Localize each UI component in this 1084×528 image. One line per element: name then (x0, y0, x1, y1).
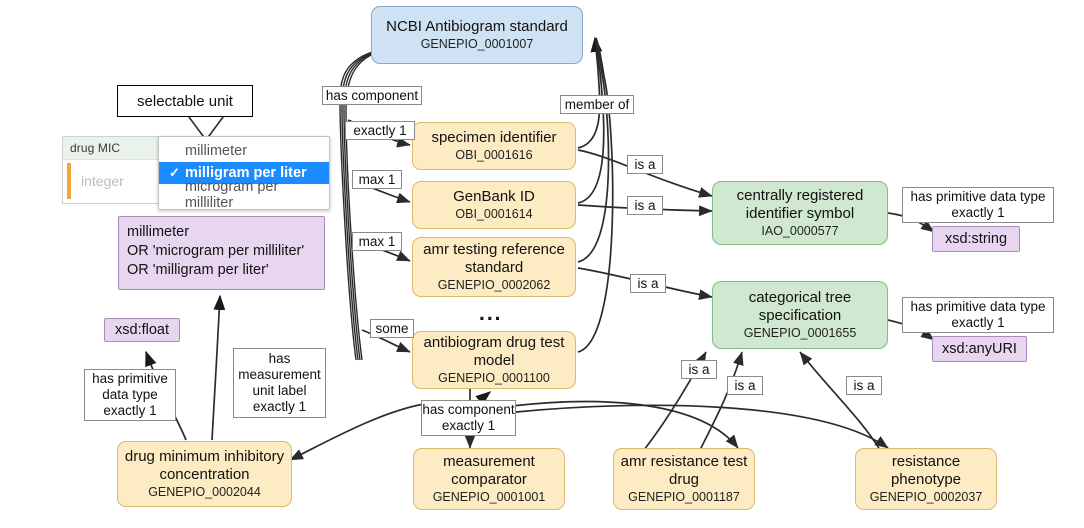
edge-label-has-component: has component (322, 86, 422, 105)
node-label: antibiogram drug test model (423, 333, 565, 369)
edge-label-has-primitive-data-type-float: has primitive data type exactly 1 (84, 369, 176, 421)
node-genbank-id[interactable]: GenBank ID OBI_0001614 (412, 181, 576, 229)
edge-label-is-a-amrref: is a (630, 274, 666, 293)
line-1: has primitive data type (910, 299, 1046, 315)
node-resistance-phenotype[interactable]: resistance phenotype GENEPIO_0002037 (855, 448, 997, 510)
datatype-chip-xsd-string[interactable]: xsd:string (932, 226, 1020, 252)
edge-label-exactly-1-specimen: exactly 1 (345, 121, 415, 140)
node-amr-testing-reference-standard[interactable]: amr testing reference standard GENEPIO_0… (412, 237, 576, 297)
node-id: GENEPIO_0001655 (743, 326, 857, 341)
node-ncbi-antibiogram-standard[interactable]: NCBI Antibiogram standard GENEPIO_000100… (371, 6, 583, 64)
node-id: GENEPIO_0001001 (432, 490, 546, 505)
node-label: amr testing reference standard (423, 240, 565, 276)
node-id: GENEPIO_0002062 (437, 278, 551, 293)
edge-label-some-antibiogram: some (370, 319, 414, 338)
edge-label-has-measurement-unit-label: has measurement unit label exactly 1 (233, 348, 326, 418)
unit-constraint-box: millimeter OR 'microgram per milliliter'… (118, 216, 325, 290)
node-specimen-identifier[interactable]: specimen identifier OBI_0001616 (412, 122, 576, 170)
datatype-chip-xsd-float[interactable]: xsd:float (104, 318, 180, 342)
node-centrally-registered-identifier-symbol[interactable]: centrally registered identifier symbol I… (712, 181, 888, 245)
edge-label-has-primitive-data-type-anyuri: has primitive data type exactly 1 (902, 297, 1054, 333)
unit-constraint-line-3: OR 'milligram per liter' (127, 261, 269, 278)
node-label: categorical tree specification (748, 288, 852, 324)
edge-label-is-a-specimen: is a (627, 155, 663, 174)
edge-label-is-a-genbank: is a (627, 196, 663, 215)
edge-label-has-component-exactly-1: has component exactly 1 (421, 400, 516, 436)
line-1: has (268, 351, 291, 367)
line-2: exactly 1 (441, 418, 496, 433)
edge-label-member-of: member of (560, 95, 634, 114)
option-label: microgram per milliliter (184, 179, 279, 211)
node-id: GENEPIO_0001100 (438, 371, 550, 386)
node-antibiogram-drug-test-model[interactable]: antibiogram drug test model GENEPIO_0001… (412, 331, 576, 389)
option-label: millimeter (185, 143, 248, 159)
option-label: milligram per liter (185, 165, 307, 181)
node-id: GENEPIO_0001187 (628, 490, 740, 505)
line-1: has primitive (92, 371, 168, 387)
edge-label-has-primitive-data-type-string: has primitive data type exactly 1 (902, 187, 1054, 223)
unit-constraint-line-2: OR 'microgram per milliliter' (127, 242, 305, 259)
line-4: exactly 1 (252, 398, 307, 414)
node-label: amr resistance test drug (620, 452, 748, 488)
line-2: exactly 1 (951, 315, 1005, 330)
node-amr-resistance-test-drug[interactable]: amr resistance test drug GENEPIO_0001187 (613, 448, 755, 510)
line-2: measurement (238, 367, 321, 383)
line-1: has primitive data type (910, 189, 1046, 205)
line-3: exactly 1 (103, 402, 157, 418)
ellipsis-indicator: ... (479, 302, 503, 325)
node-label: specimen identifier (431, 128, 557, 146)
node-label: centrally registered identifier symbol (736, 186, 864, 222)
dropdown-option-milligram-per-liter[interactable]: ✓ milligram per liter (159, 162, 329, 184)
node-label: GenBank ID (453, 187, 535, 205)
node-drug-minimum-inhibitory-concentration[interactable]: drug minimum inhibitory concentration GE… (117, 441, 292, 507)
node-id: GENEPIO_0002044 (148, 485, 261, 500)
line-1: has component (422, 402, 515, 418)
dropdown-option-microgram-per-milliliter[interactable]: microgram per milliliter (159, 179, 329, 211)
node-label: measurement comparator (443, 452, 535, 488)
line-2: data type (102, 387, 158, 403)
edge-label-is-a-amrdrug: is a (727, 376, 763, 395)
node-id: IAO_0000577 (761, 224, 839, 239)
line-2: exactly 1 (951, 205, 1005, 220)
edge-label-is-a-comparator: is a (681, 360, 717, 379)
node-id: OBI_0001614 (455, 207, 533, 222)
edge-label-max-1-genbank: max 1 (352, 170, 402, 189)
dropdown-option-millimeter[interactable]: millimeter (159, 140, 329, 162)
node-id: OBI_0001616 (455, 148, 533, 163)
callout-selectable-unit: selectable unit (117, 85, 253, 117)
node-measurement-comparator[interactable]: measurement comparator GENEPIO_0001001 (413, 448, 565, 510)
unit-constraint-line-1: millimeter (127, 224, 190, 240)
datatype-chip-xsd-anyuri[interactable]: xsd:anyURI (932, 336, 1027, 362)
edge-label-is-a-phenotype: is a (846, 376, 882, 395)
node-id: GENEPIO_0001007 (420, 37, 534, 52)
node-categorical-tree-specification[interactable]: categorical tree specification GENEPIO_0… (712, 281, 888, 349)
node-label: drug minimum inhibitory concentration (124, 447, 285, 483)
edge-label-max-1-amrref: max 1 (352, 232, 402, 251)
check-icon: ✓ (169, 165, 180, 180)
line-3: unit label (252, 383, 307, 398)
node-label: resistance phenotype (890, 452, 962, 488)
node-label: NCBI Antibiogram standard (386, 17, 568, 35)
node-id: GENEPIO_0002037 (869, 490, 983, 505)
drug-mic-input[interactable]: integer (67, 163, 329, 199)
unit-select-dropdown[interactable]: millimeter ✓ milligram per liter microgr… (158, 136, 330, 211)
